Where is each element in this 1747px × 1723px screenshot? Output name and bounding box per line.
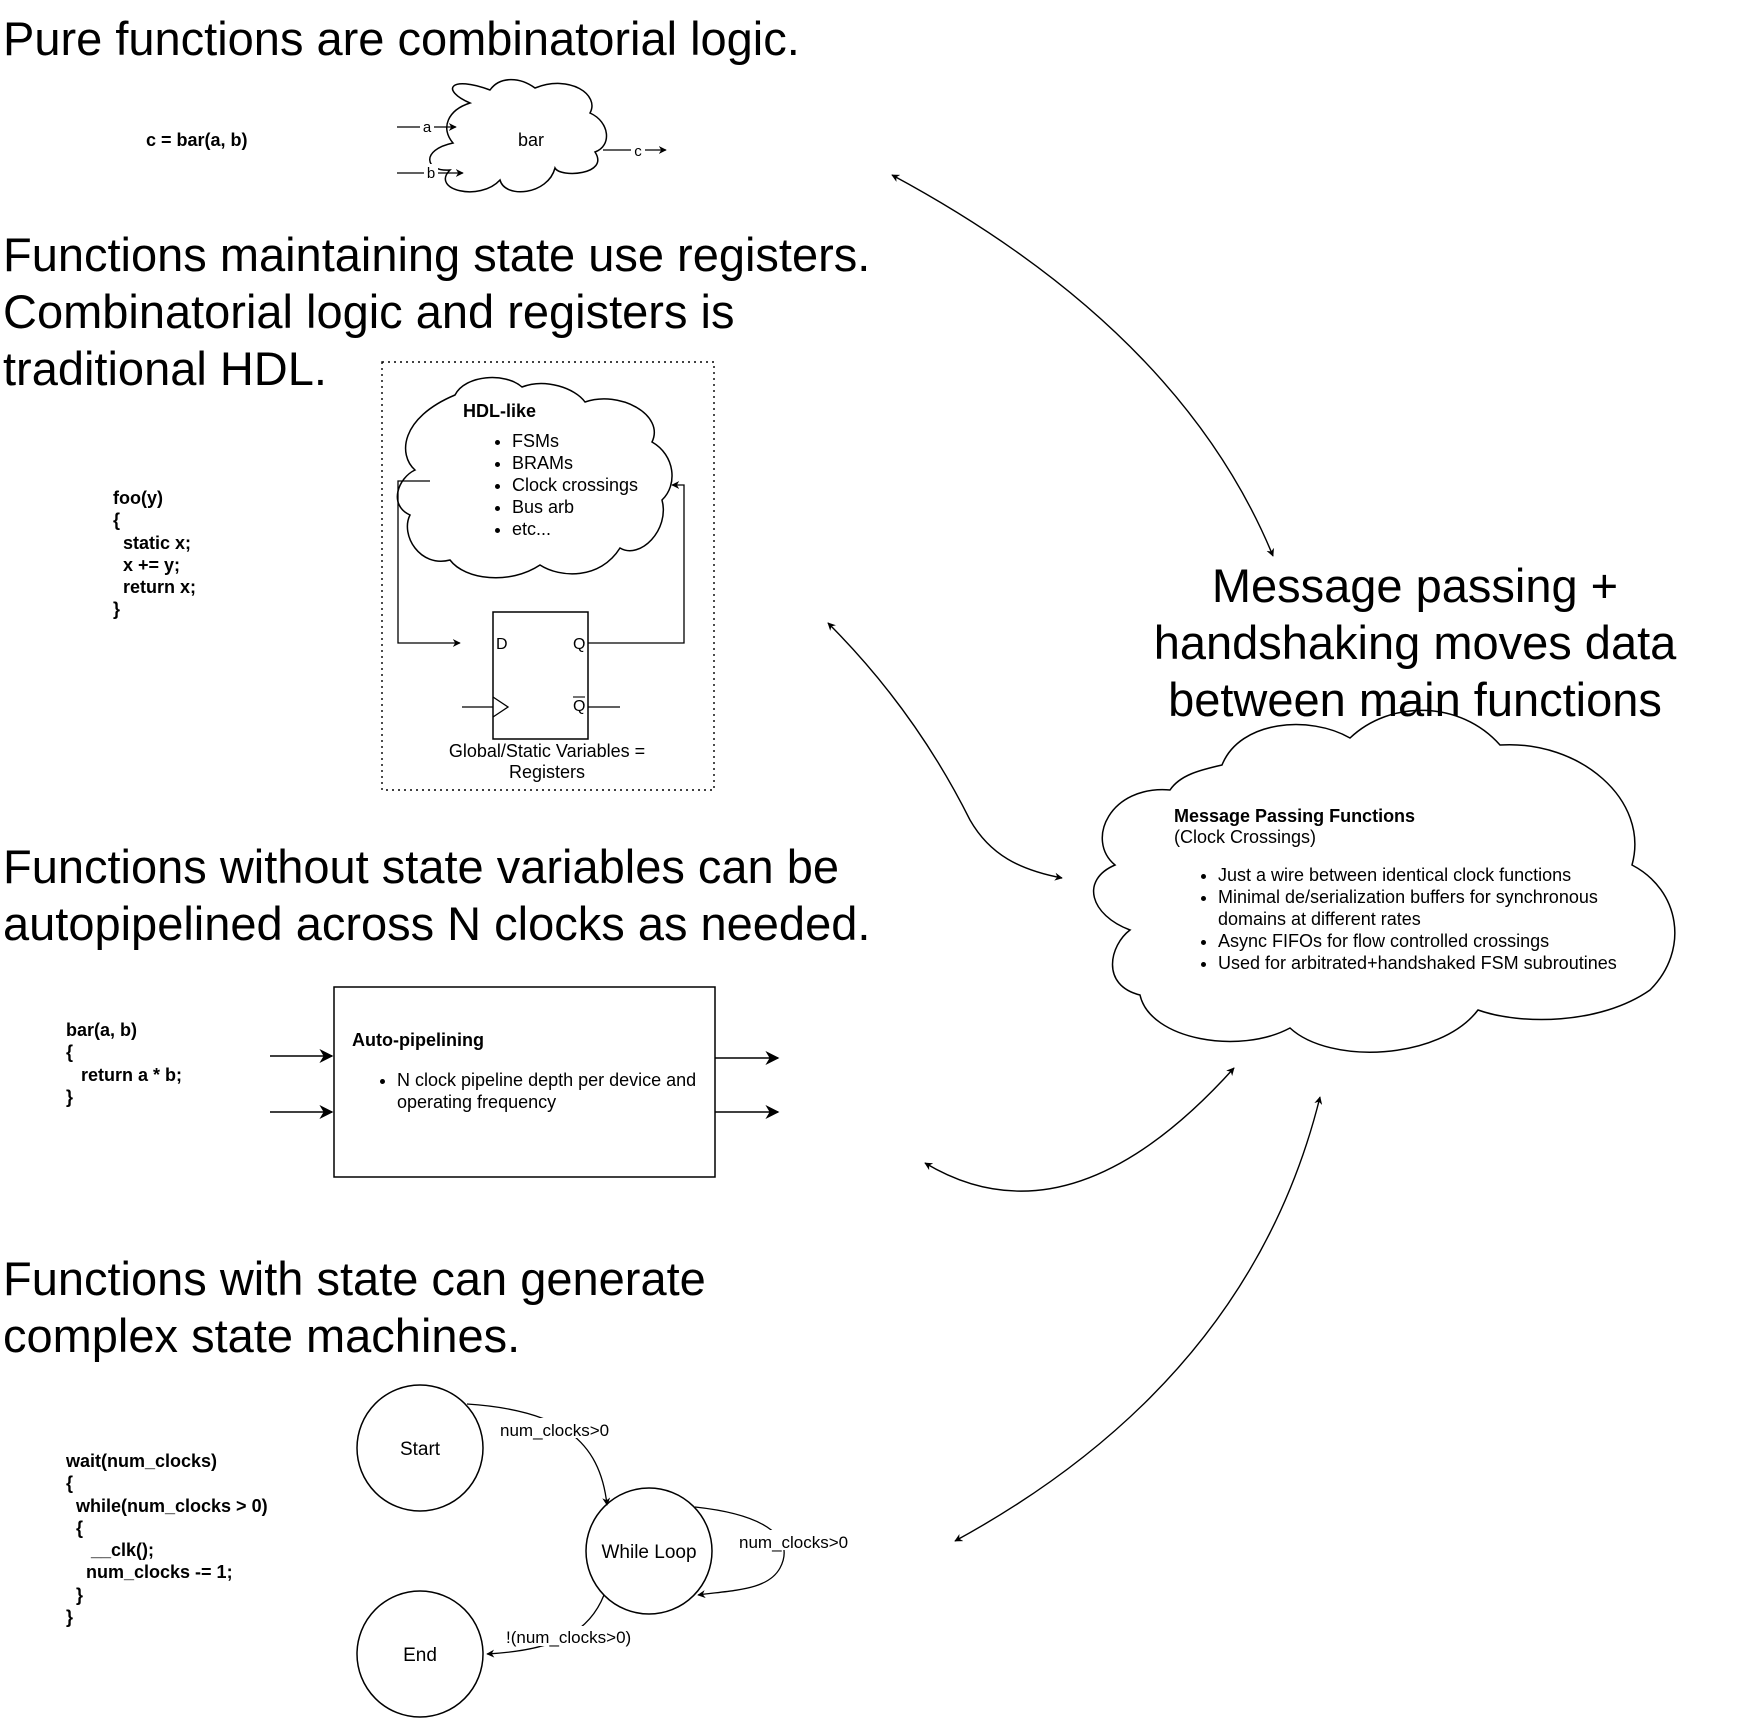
flip-flop-d-label: D [496,636,508,653]
bar-output-c-label: c [634,143,642,160]
list-item: Minimal de/serialization buffers for syn… [1218,886,1618,930]
flip-flop-q-label: Q [573,636,585,653]
code-fsm-function: wait(num_clocks) { while(num_clocks > 0)… [66,1451,268,1628]
list-item: Bus arb [512,496,638,518]
fsm-state-end [356,1590,484,1718]
fsm-transition-loop-to-end-label: !(num_clocks>0) [506,1628,631,1647]
bar-cloud-group: a b c [397,78,667,193]
hdl-like-title: HDL-like [463,401,537,421]
heading-line: Functions without state variables can be [3,840,840,893]
hdl-like-cloud-content: HDL-like FSMs BRAMs Clock crossings Bus … [463,401,638,540]
fsm-transition-start-to-loop-label: num_clocks>0 [500,1421,609,1440]
q-to-cloud-wire [588,481,685,644]
heading-pure-functions: Pure functions are combinatorial logic. [3,10,800,67]
flip-flop-qbar-label: Q [573,698,585,715]
fsm-state-start-label: Start [400,1439,441,1460]
heading-line: Functions with state can generate [3,1252,706,1305]
list-item: BRAMs [512,452,638,474]
hdl-like-list: FSMs BRAMs Clock crossings Bus arb etc..… [490,430,638,540]
heading-line: Functions maintaining state use register… [3,228,871,281]
auto-pipelining-title: Auto-pipelining [352,1030,484,1050]
list-item: Clock crossings [512,474,638,496]
connector-pure-to-message [891,174,1274,557]
list-item: etc... [512,518,638,540]
message-passing-content: Message Passing Functions (Clock Crossin… [1174,806,1624,974]
fsm-transition-loop-self-label: num_clocks>0 [739,1533,848,1552]
message-passing-list: Just a wire between identical clock func… [1196,864,1618,974]
fsm-state-while-loop-label: While Loop [601,1542,696,1563]
message-passing-subtitle: (Clock Crossings) [1174,827,1317,847]
bar-cloud-label: bar [518,130,545,150]
hdl-container [381,361,715,791]
registers-caption-line: Registers [508,762,586,782]
flip-flop-register [492,611,589,740]
connector-hdl-to-message [827,622,1063,881]
connector-pipeline-to-message [924,1067,1235,1192]
bar-input-b-label: b [427,165,435,182]
fsm-state-end-label: End [403,1645,437,1666]
heading-pure-functions-line: Pure functions are combinatorial logic. [3,12,800,65]
heading-line: Combinatorial logic and registers is [3,285,735,338]
registers-caption: Global/Static Variables = Registers [424,741,670,783]
fsm-state-while-loop [585,1487,713,1615]
list-item: N clock pipeline depth per device and op… [397,1069,702,1113]
auto-pipelining-content: Auto-pipelining N clock pipeline depth p… [352,1030,702,1113]
heading-line: between main functions [1168,673,1662,726]
code-stateful-function: foo(y) { static x; x += y; return x; } [113,488,197,620]
list-item: Used for arbitrated+handshaked FSM subro… [1218,952,1618,974]
connector-fsm-to-message [954,1096,1323,1542]
heading-line: traditional HDL. [3,342,327,395]
heading-line: autopipelined across N clocks as needed. [3,897,871,950]
list-item: FSMs [512,430,638,452]
registers-caption-line: Global/Static Variables = [448,741,646,761]
auto-pipelining-box [333,986,716,1178]
fsm-state-start [356,1384,484,1512]
auto-pipelining-list: N clock pipeline depth per device and op… [375,1069,702,1113]
list-item: Just a wire between identical clock func… [1218,864,1618,886]
code-pure-function: c = bar(a, b) [146,130,248,150]
message-passing-title: Message Passing Functions [1174,806,1416,826]
cloud-to-d-wire [397,480,461,647]
heading-line: Message passing + [1211,559,1619,612]
fsm-edge-loop-self [694,1506,785,1599]
heading-message-passing: Message passing + handshaking moves data… [1130,557,1700,728]
bar-input-a-label: a [423,119,432,136]
flip-flop-clock-triangle [492,696,510,718]
message-passing-cloud [1093,709,1676,1053]
heading-state-machines: Functions with state can generate comple… [3,1250,706,1364]
heading-line: handshaking moves data [1153,616,1677,669]
list-item: Async FIFOs for flow controlled crossing… [1218,930,1618,952]
heading-autopipeline: Functions without state variables can be… [3,838,870,952]
heading-line: complex state machines. [3,1309,521,1362]
code-pipeline-function: bar(a, b) { return a * b; } [66,1020,183,1107]
heading-stateful-functions: Functions maintaining state use register… [3,226,870,397]
